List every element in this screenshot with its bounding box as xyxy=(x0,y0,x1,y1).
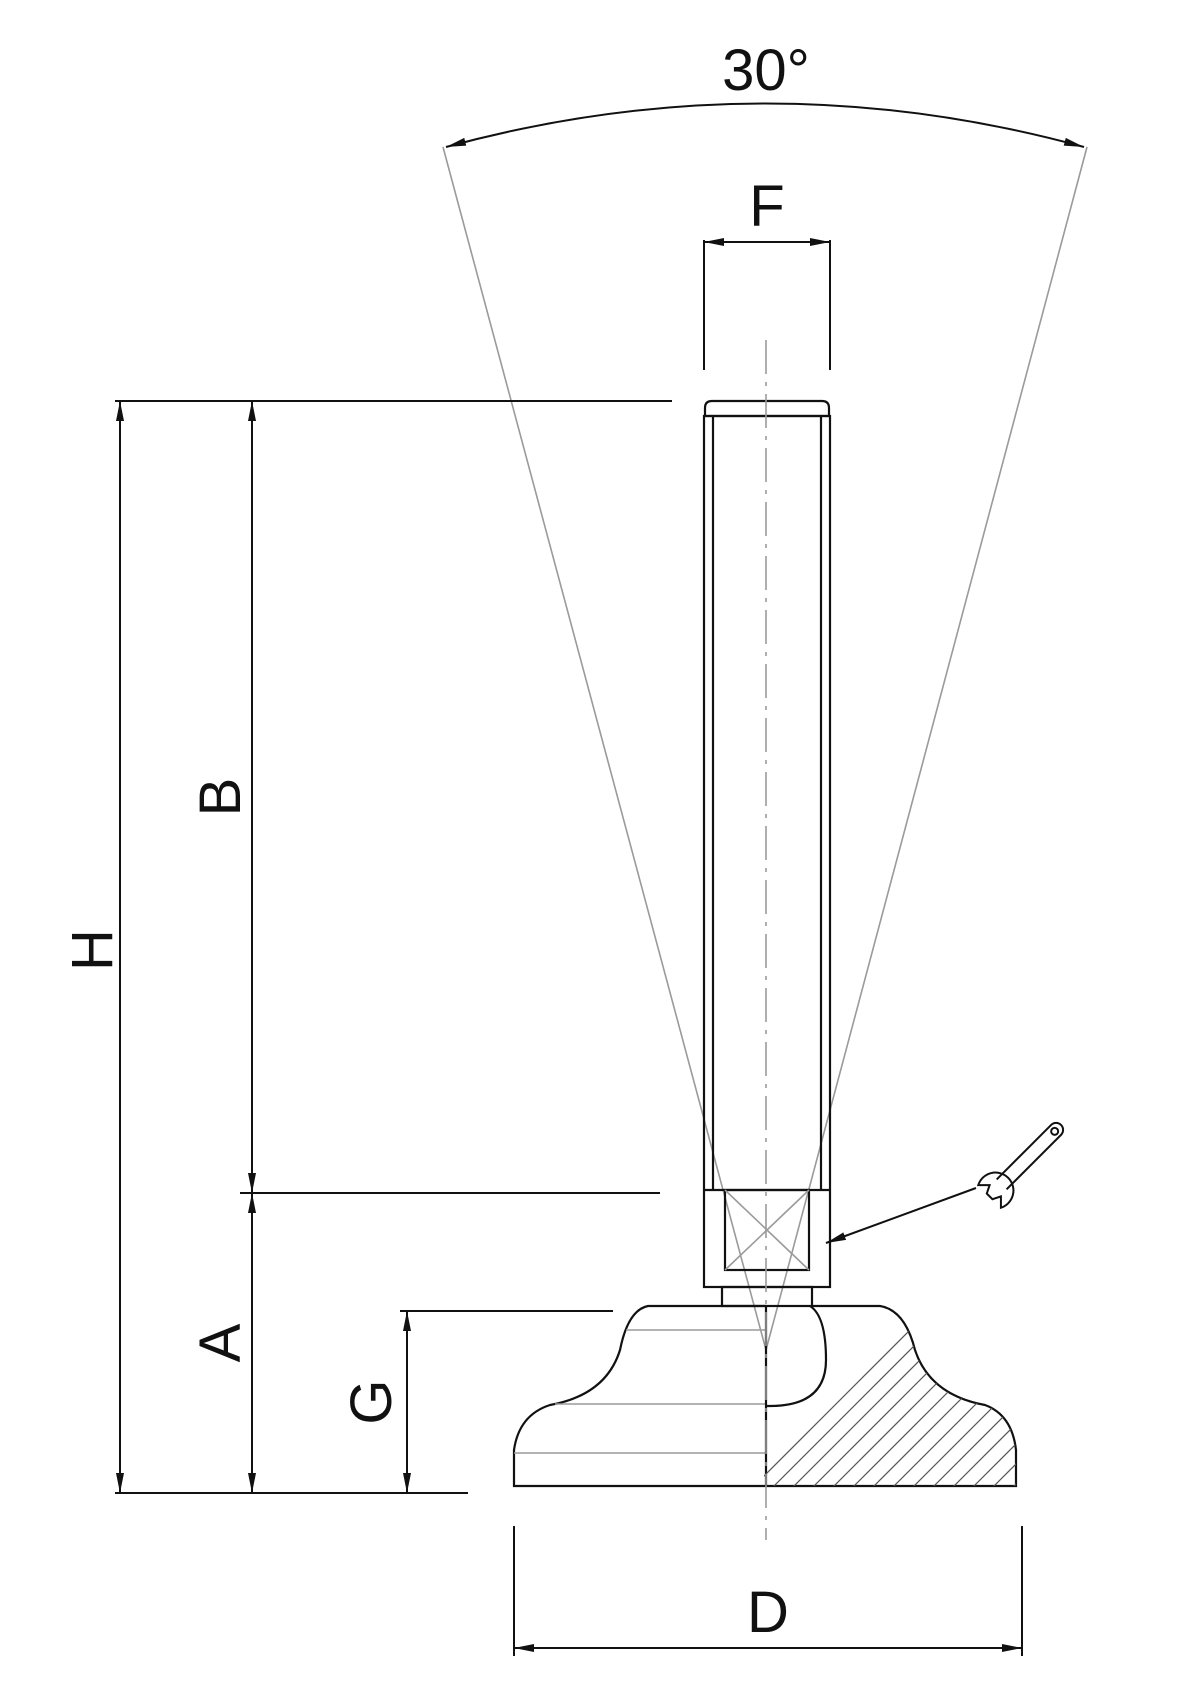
hatch-line xyxy=(879,1306,1016,1486)
hatch-line xyxy=(979,1306,1016,1486)
hatch-line xyxy=(1020,1280,1190,1500)
ball-socket xyxy=(766,1305,828,1408)
d-dimension: D xyxy=(513,1526,1023,1656)
angle-arc xyxy=(445,102,1085,148)
g-label: G xyxy=(339,1379,404,1424)
foot-base xyxy=(512,1280,1190,1500)
hatch-line xyxy=(819,1306,1016,1486)
hatch-line xyxy=(799,1306,1016,1486)
h-dimension: H xyxy=(60,401,125,1493)
g-dimension: G xyxy=(339,1311,411,1493)
wrench-callout xyxy=(825,1122,1064,1244)
hatch-line xyxy=(779,1306,1001,1486)
hatch-line xyxy=(859,1306,1016,1486)
b-label: B xyxy=(188,778,253,817)
hatch-line xyxy=(999,1306,1016,1486)
hatch-line xyxy=(1040,1280,1190,1500)
hatch-line xyxy=(1180,1280,1190,1500)
hatch-line xyxy=(1100,1280,1190,1500)
hatch-line xyxy=(939,1306,1016,1486)
hatch-line xyxy=(899,1306,1016,1486)
base-outline-left xyxy=(512,1304,766,1488)
wrench-icon xyxy=(976,1122,1064,1210)
base-outline-right xyxy=(766,1304,1018,1488)
tilt-line-right xyxy=(765,146,1088,1351)
hatch-line xyxy=(1120,1280,1190,1500)
hatch-line xyxy=(1060,1280,1190,1500)
hatch-line xyxy=(959,1306,1016,1486)
stud-chamfer xyxy=(703,399,831,418)
section-hatching xyxy=(764,1280,1190,1500)
h-label: H xyxy=(60,929,125,971)
tilt-line-left xyxy=(442,146,767,1351)
wrench-leader xyxy=(825,1187,977,1244)
hatch-line xyxy=(1160,1280,1190,1500)
wrench-flat xyxy=(723,1188,811,1272)
stud-neck xyxy=(720,1285,814,1308)
stud-body xyxy=(702,414,832,1289)
hatch-line xyxy=(1080,1280,1190,1500)
hatch-line xyxy=(919,1306,1016,1486)
threaded-stud xyxy=(702,399,832,1308)
flat-cross-2 xyxy=(724,1189,810,1271)
b-dimension: B xyxy=(188,401,256,1193)
d-label: D xyxy=(747,1580,789,1645)
hatch-line xyxy=(1140,1280,1190,1500)
a-label: A xyxy=(188,1323,253,1362)
extension-lines xyxy=(115,400,672,1494)
hatch-line xyxy=(839,1306,1016,1486)
hatch-line xyxy=(764,1306,961,1486)
f-label: F xyxy=(749,174,784,239)
a-dimension: A xyxy=(188,1193,256,1493)
angle-label: 30° xyxy=(722,38,810,103)
thread-dimension: F xyxy=(703,174,831,370)
